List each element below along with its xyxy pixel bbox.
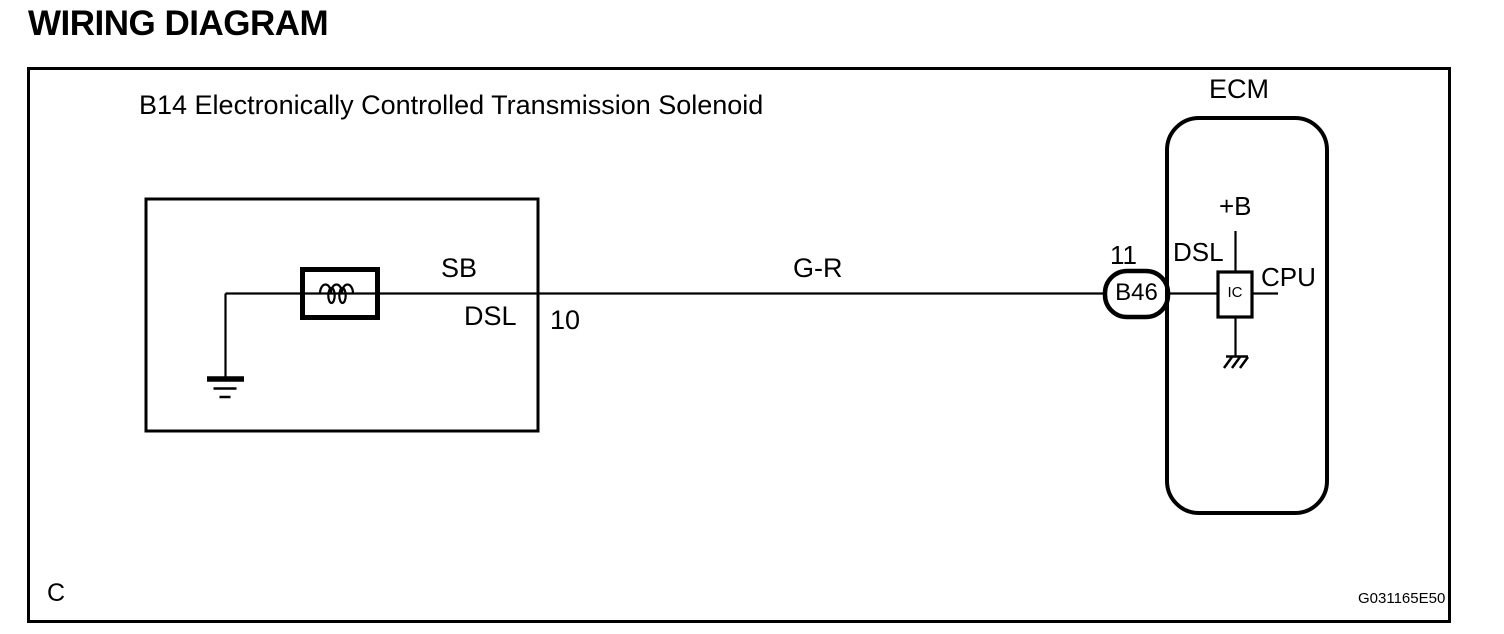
connector-b46-label: B46: [1115, 279, 1158, 306]
chassis-ground-icon: [1222, 355, 1250, 369]
terminal-pin-10-label: 10: [550, 305, 581, 335]
ecm-terminal-dsl-label: DSL: [1173, 237, 1224, 267]
ic-box: [1216, 270, 1254, 319]
ecm-outline: [1165, 116, 1329, 515]
solenoid-terminal-dsl-label: DSL: [464, 301, 517, 331]
connector-pin-11-label: 11: [1110, 240, 1137, 270]
revision-mark-label: C: [47, 579, 66, 607]
component-label: B14 Electronically Controlled Transmissi…: [139, 90, 764, 120]
power-plus-b-label: +B: [1219, 191, 1252, 221]
b14-component-box: [144, 197, 540, 433]
figure-code-label: G031165E50: [1358, 590, 1446, 607]
solenoid-coil-icon: [318, 283, 355, 305]
diagram-border: [27, 67, 1451, 623]
ic-chip-label: IC: [1227, 284, 1243, 301]
wire-color-gr-label: G-R: [793, 253, 843, 283]
cpu-label: CPU: [1261, 262, 1316, 292]
ecm-title-label: ECM: [1209, 74, 1269, 104]
earth-ground-icon: [207, 376, 244, 399]
solenoid-box: [300, 267, 380, 320]
page-title: WIRING DIAGRAM: [28, 4, 329, 43]
wire-color-sb-label: SB: [441, 253, 478, 283]
